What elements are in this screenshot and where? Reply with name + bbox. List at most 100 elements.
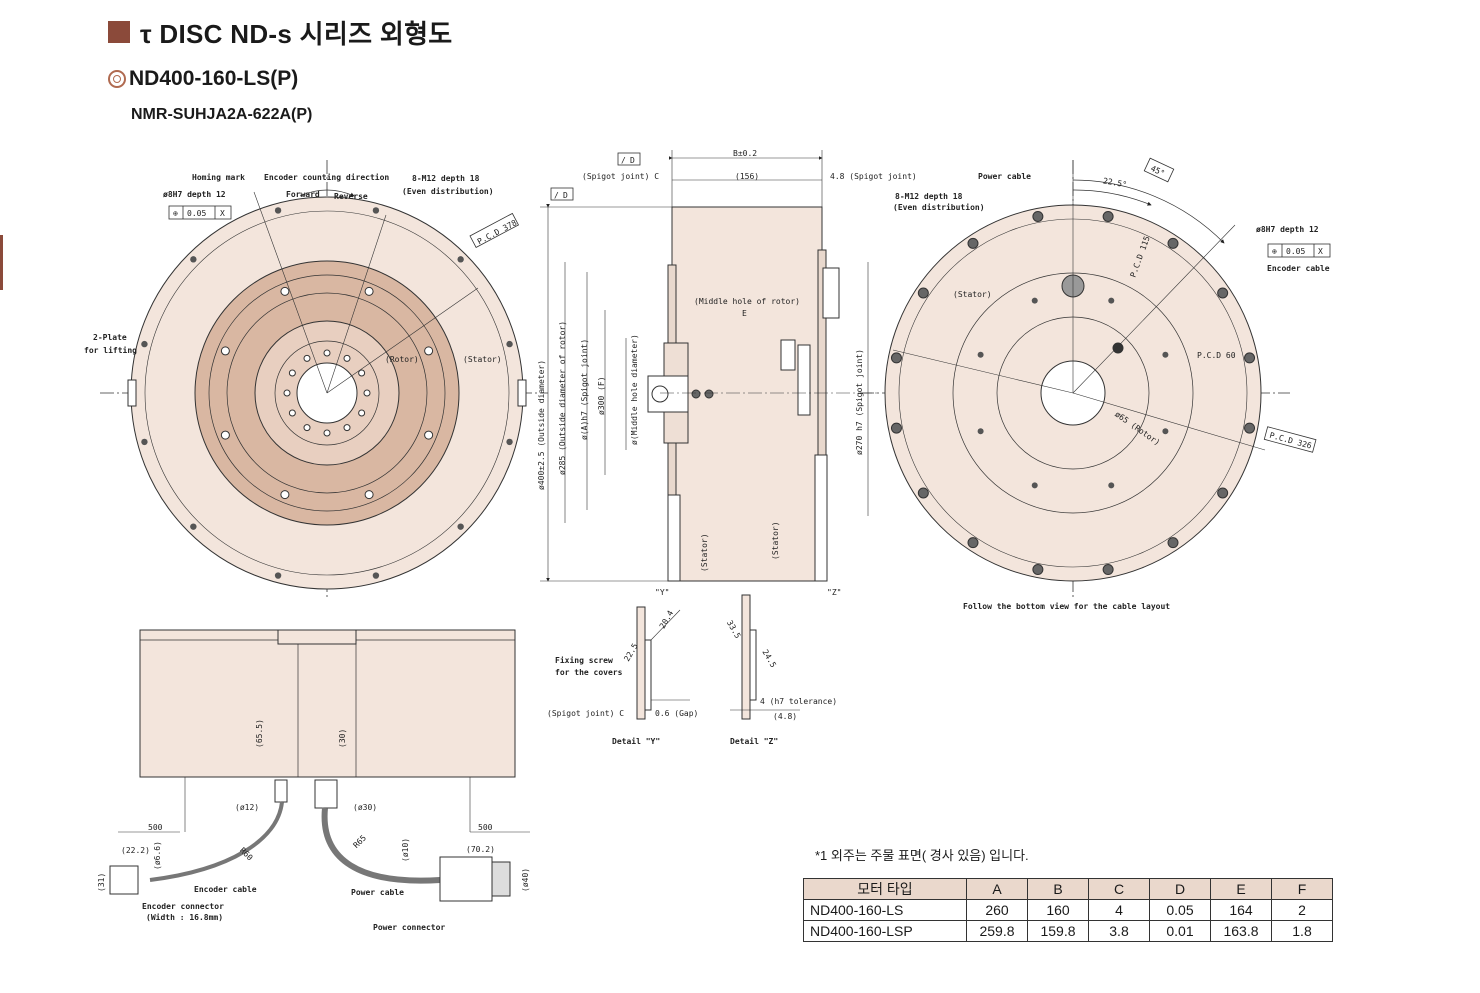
- bolt-hole: [890, 422, 902, 434]
- svg-text:0.05: 0.05: [1286, 247, 1305, 256]
- svg-text:for lifting: for lifting: [84, 345, 137, 355]
- svg-text:ø285 (Outside diameter of roto: ø285 (Outside diameter of rotor): [558, 321, 567, 475]
- bolt-hole: [1108, 482, 1115, 489]
- detail-y: [636, 606, 690, 720]
- bolt-hole: [1244, 352, 1256, 364]
- svg-text:(ø10): (ø10): [401, 838, 410, 862]
- table-cell: ND400-160-LSP: [803, 920, 967, 942]
- svg-text:⊕: ⊕: [1272, 247, 1277, 256]
- detail-y-labels: 20.4 22.5 Fixing screw for the covers (S…: [547, 609, 698, 746]
- bolt-hole: [358, 409, 366, 417]
- table-cell: 164: [1210, 899, 1272, 921]
- svg-text:(22.2): (22.2): [121, 846, 150, 855]
- col-a: A: [966, 878, 1028, 900]
- svg-text:Detail "Z": Detail "Z": [730, 736, 778, 746]
- bolt-hole: [364, 286, 374, 296]
- svg-text:(31): (31): [97, 873, 106, 892]
- bolt-hole: [1031, 482, 1038, 489]
- svg-text:Encoder connector: Encoder connector: [142, 902, 224, 911]
- svg-text:(Rotor): (Rotor): [385, 355, 419, 364]
- bolt-hole: [190, 523, 197, 530]
- svg-text:(ø12): (ø12): [235, 803, 259, 812]
- bolt-hole: [190, 256, 197, 263]
- svg-text:(30): (30): [338, 729, 347, 748]
- bolt-hole: [1244, 422, 1256, 434]
- svg-text:D: D: [563, 191, 568, 200]
- svg-text:Power connector: Power connector: [373, 923, 445, 932]
- table-cell: 1.8: [1271, 920, 1333, 942]
- svg-text:Power cable: Power cable: [351, 888, 404, 897]
- bolt-hole: [343, 354, 351, 362]
- svg-text:Homing mark: Homing mark: [192, 172, 245, 182]
- bolt-hole: [1102, 564, 1114, 576]
- table-row: ND400-160-LS 260 160 4 0.05 164 2: [803, 899, 1333, 921]
- bolt-hole: [967, 537, 979, 549]
- col-d: D: [1149, 878, 1211, 900]
- svg-text:(ø6.6): (ø6.6): [153, 841, 162, 870]
- bolt-hole: [506, 340, 513, 348]
- svg-text:(Stator): (Stator): [463, 355, 502, 364]
- bolt-hole: [288, 409, 296, 417]
- bolt-hole: [280, 286, 290, 296]
- table-cell: 259.8: [966, 920, 1028, 942]
- bolt-hole: [283, 389, 291, 397]
- bolt-hole: [288, 369, 296, 377]
- svg-text:(156): (156): [735, 172, 759, 181]
- svg-text:(4.8): (4.8): [773, 712, 797, 721]
- title-square-icon: [108, 21, 130, 43]
- svg-text:8-M12 depth 18: 8-M12 depth 18: [412, 174, 480, 183]
- double-circle-icon: [108, 70, 126, 88]
- svg-text:Follow the bottom view for the: Follow the bottom view for the cable lay…: [963, 601, 1170, 611]
- bolt-hole: [1032, 564, 1044, 576]
- col-f: F: [1271, 878, 1333, 900]
- svg-text:22.5°: 22.5°: [1102, 176, 1127, 189]
- model-name: ND400-160-LS(P): [129, 67, 299, 90]
- svg-text:4 (h7 tolerance): 4 (h7 tolerance): [760, 697, 837, 706]
- svg-text:X: X: [220, 209, 225, 218]
- svg-text:(ø30): (ø30): [353, 803, 377, 812]
- bolt-hole: [1108, 297, 1115, 304]
- bolt-hole: [1167, 237, 1179, 249]
- svg-text:"Y": "Y": [655, 588, 669, 597]
- svg-text:E: E: [742, 309, 747, 318]
- bolt-hole: [372, 572, 380, 579]
- bolt-hole: [1032, 210, 1044, 222]
- svg-text:500: 500: [478, 823, 493, 832]
- bolt-hole: [372, 207, 380, 214]
- bolt-hole: [364, 490, 374, 500]
- bolt-hole: [967, 237, 979, 249]
- title-text: τ DISC ND-s 시리즈 외형도: [140, 18, 453, 49]
- bolt-hole: [457, 256, 464, 263]
- col-c: C: [1088, 878, 1150, 900]
- svg-text:Encoder cable: Encoder cable: [1267, 264, 1330, 273]
- svg-text:Encoder counting direction: Encoder counting direction: [264, 172, 389, 182]
- bolt-hole: [1217, 287, 1229, 299]
- svg-text:500: 500: [148, 823, 163, 832]
- bolt-hole: [303, 354, 311, 362]
- svg-text:(70.2): (70.2): [466, 845, 495, 854]
- table-cell: 3.8: [1088, 920, 1150, 942]
- svg-text:ø400±2.5 (Outside diameter): ø400±2.5 (Outside diameter): [537, 360, 546, 490]
- table-cell: 2: [1271, 899, 1333, 921]
- col-b: B: [1027, 878, 1089, 900]
- bolt-hole: [1167, 537, 1179, 549]
- table-header-row: 모터 타입 A B C D E F: [803, 878, 1333, 900]
- table-cell: 0.05: [1149, 899, 1211, 921]
- bolt-hole: [274, 207, 282, 214]
- svg-text:(Even distribution): (Even distribution): [893, 202, 985, 212]
- svg-text:(Width : 16.8mm): (Width : 16.8mm): [146, 912, 223, 922]
- svg-text:Power cable: Power cable: [978, 172, 1031, 181]
- svg-text:R65: R65: [352, 833, 369, 850]
- bolt-hole: [358, 369, 366, 377]
- bolt-hole: [457, 523, 464, 530]
- bolt-hole: [1102, 210, 1114, 222]
- svg-text:/: /: [554, 191, 559, 200]
- svg-text:Reverse: Reverse: [334, 192, 368, 201]
- svg-text:D: D: [630, 156, 635, 165]
- bolt-hole: [1162, 351, 1169, 358]
- table-cell: 163.8: [1210, 920, 1272, 942]
- spec-table: 모터 타입 A B C D E F ND400-160-LS 260 160 4…: [803, 878, 1333, 942]
- svg-text:(Stator): (Stator): [953, 290, 992, 299]
- bolt-hole: [977, 428, 984, 435]
- bolt-hole: [1031, 297, 1038, 304]
